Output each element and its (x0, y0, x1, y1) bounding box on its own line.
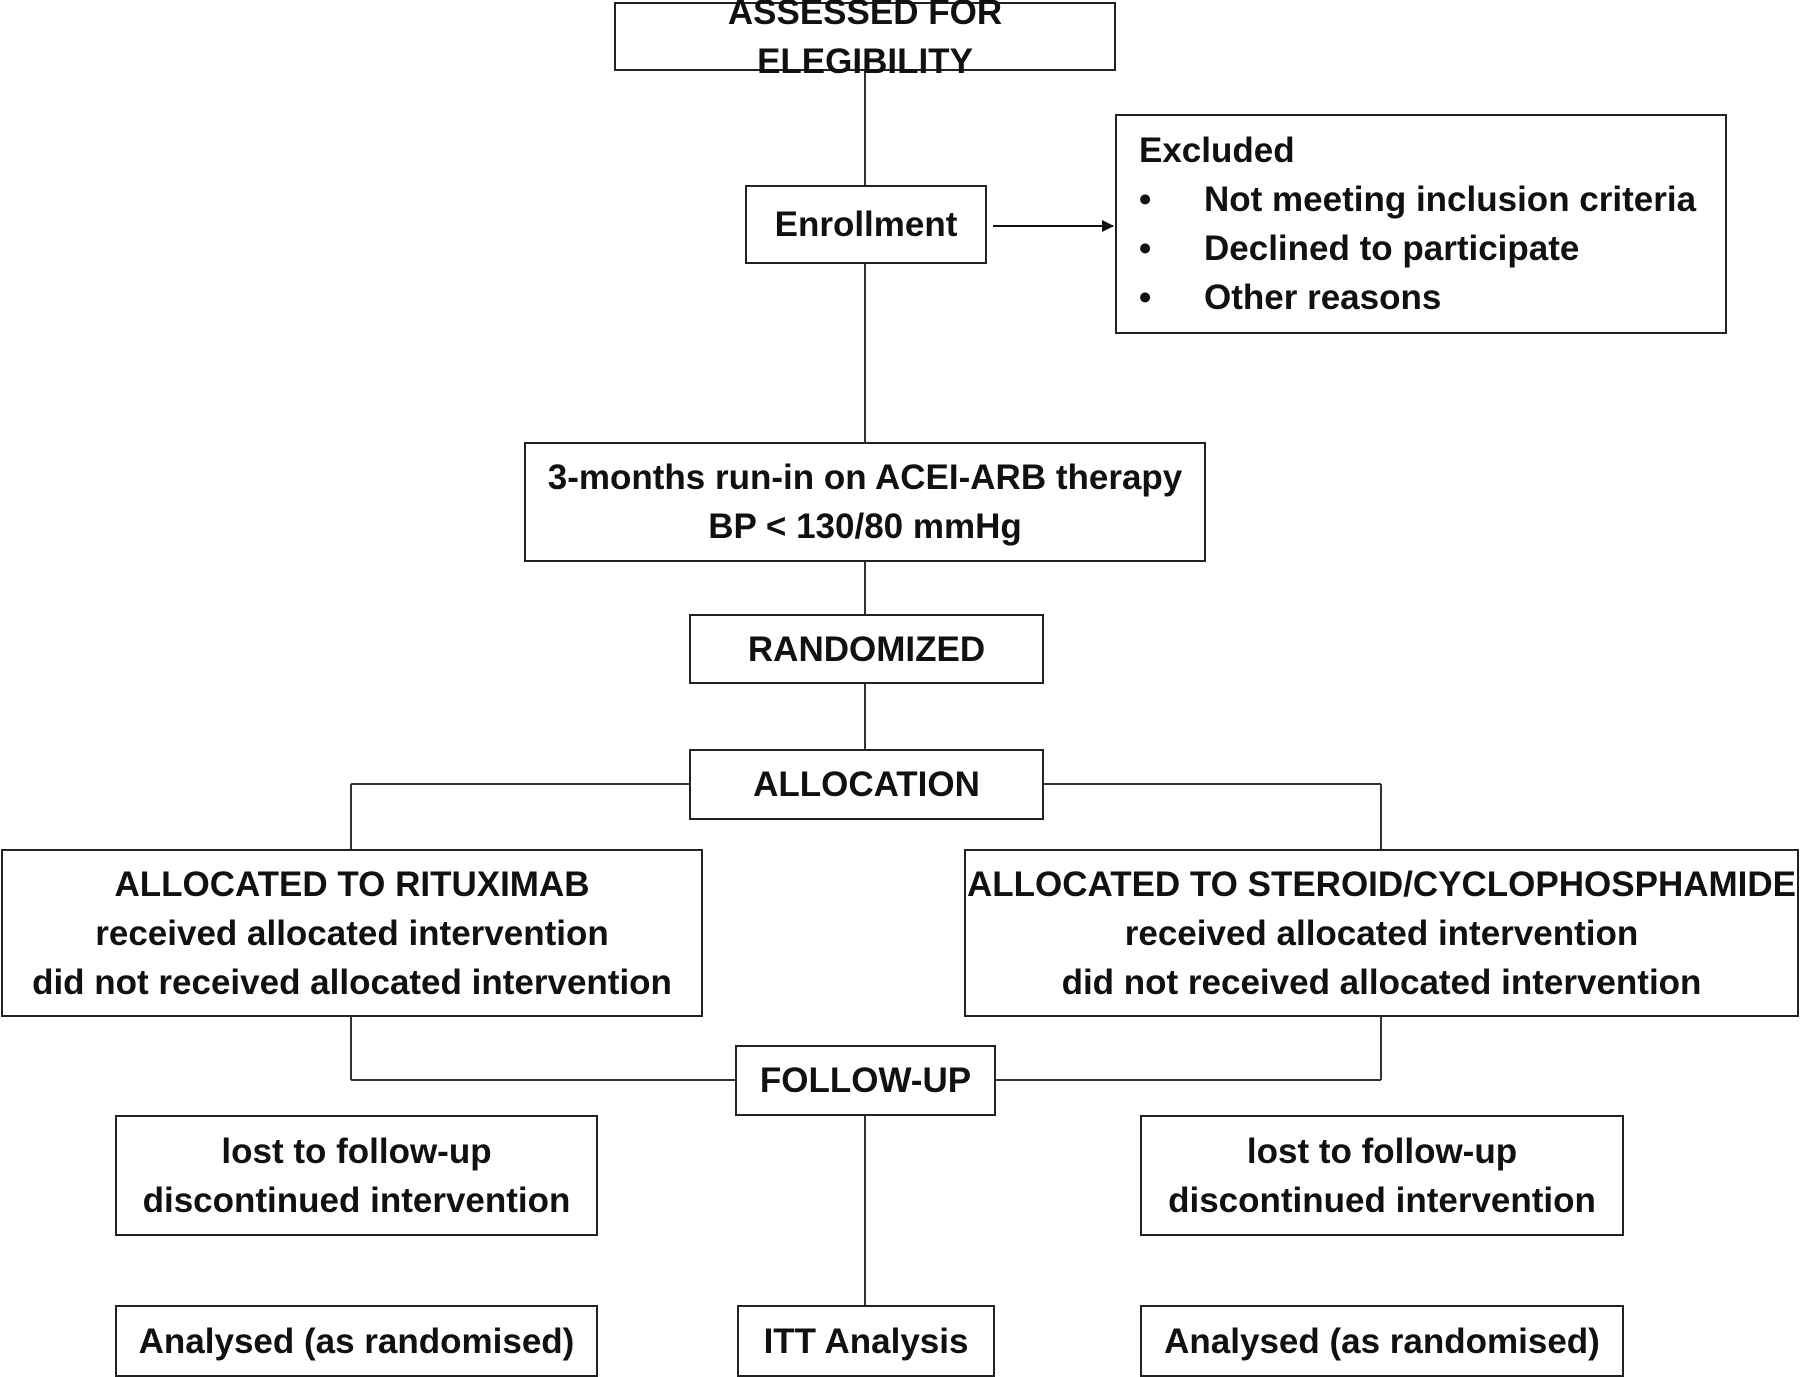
randomized-label: RANDOMIZED (747, 629, 986, 669)
excluded-bullet-item: • Other reasons (1139, 273, 1441, 322)
bullet-marker: • (1139, 278, 1152, 317)
assessed-box: ASSESSED FOR ELEGIBILITY (614, 0, 1116, 81)
lost-right-line-1: lost to follow-up (1246, 1131, 1518, 1171)
itt-analysis-box: ITT Analysis (737, 1305, 995, 1377)
rituximab-not-received: did not received allocated intervention (32, 962, 672, 1002)
lost-left-line-1: lost to follow-up (221, 1131, 492, 1171)
allocation-box: ALLOCATION (689, 749, 1044, 820)
steroid-received: received allocated intervention (1124, 913, 1639, 953)
steroid-arm-box: ALLOCATED TO STEROID/CYCLOPHOSPHAMIDE re… (964, 849, 1799, 1017)
analysed-left-label: Analysed (as randomised) (138, 1321, 575, 1361)
analysed-left-box: Analysed (as randomised) (115, 1305, 598, 1377)
rituximab-arm-box: ALLOCATED TO RITUXIMAB received allocate… (1, 849, 703, 1017)
lost-right-box: lost to follow-up discontinued intervent… (1140, 1115, 1624, 1236)
lost-right-line-2: discontinued intervention (1168, 1180, 1596, 1220)
rituximab-title: ALLOCATED TO RITUXIMAB (114, 864, 590, 904)
analysed-right-box: Analysed (as randomised) (1140, 1305, 1624, 1377)
randomized-box: RANDOMIZED (689, 614, 1044, 684)
excluded-bullet-item: • Not meeting inclusion criteria (1139, 175, 1696, 224)
rituximab-received: received allocated intervention (95, 913, 609, 953)
analysed-right-label: Analysed (as randomised) (1164, 1321, 1600, 1361)
excluded-title: Excluded (1139, 131, 1295, 170)
steroid-title: ALLOCATED TO STEROID/CYCLOPHOSPHAMIDE (966, 864, 1796, 904)
excluded-reason: Not meeting inclusion criteria (1204, 180, 1697, 219)
excluded-box: Excluded • Not meeting inclusion criteri… (1115, 114, 1727, 334)
excluded-reason: Other reasons (1204, 278, 1442, 317)
lost-left-box: lost to follow-up discontinued intervent… (115, 1115, 598, 1236)
runin-line-1: 3-months run-in on ACEI-ARB therapy (547, 458, 1183, 497)
itt-analysis-label: ITT Analysis (763, 1321, 969, 1361)
bullet-marker: • (1139, 180, 1152, 219)
excluded-reason: Declined to participate (1204, 229, 1580, 268)
runin-box: 3-months run-in on ACEI-ARB therapy BP <… (524, 442, 1206, 562)
steroid-not-received: did not received allocated intervention (1061, 962, 1702, 1002)
allocation-label: ALLOCATION (753, 765, 980, 804)
bullet-marker: • (1139, 229, 1152, 268)
enrollment-label: Enrollment (774, 205, 958, 244)
assessed-label: ASSESSED FOR ELEGIBILITY (727, 0, 1003, 81)
enrollment-box: Enrollment (745, 185, 987, 264)
excluded-bullet-item: • Declined to participate (1139, 224, 1579, 273)
lost-left-line-2: discontinued intervention (142, 1180, 571, 1220)
followup-box: FOLLOW-UP (735, 1045, 996, 1116)
runin-line-2: BP < 130/80 mmHg (708, 507, 1022, 546)
followup-label: FOLLOW-UP (759, 1061, 972, 1100)
